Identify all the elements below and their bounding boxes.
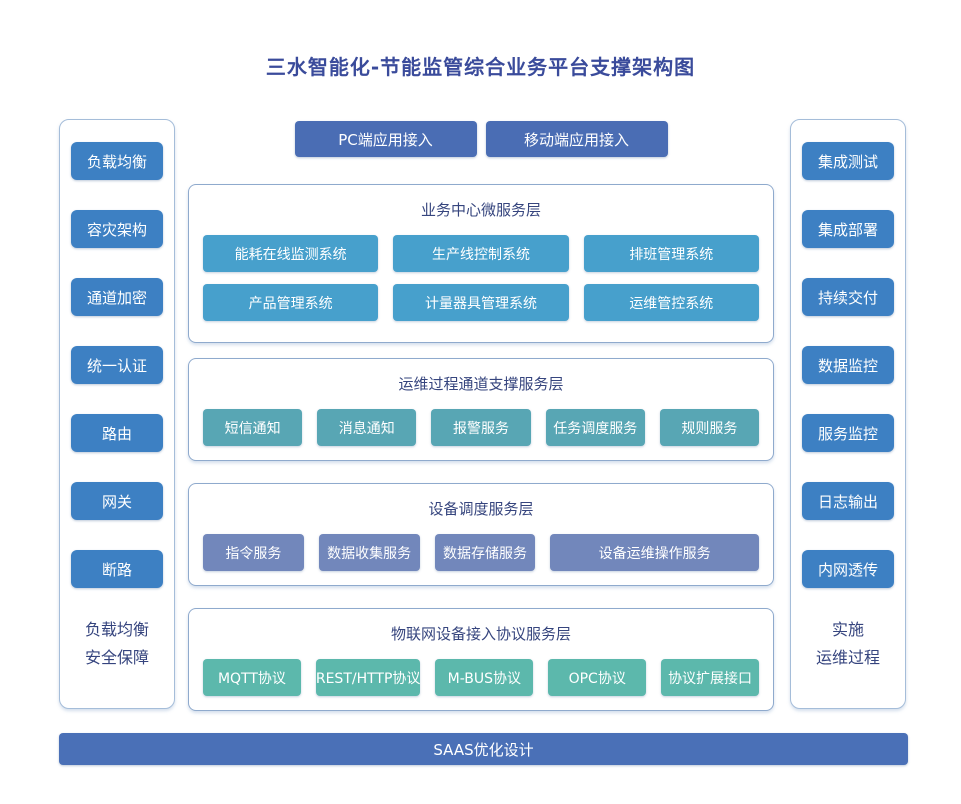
node-data-collection-service: 数据收集服务 xyxy=(318,534,420,571)
node-rest-http-protocol: REST/HTTP协议 xyxy=(315,659,421,696)
node-mbus-protocol: M-BUS协议 xyxy=(435,659,534,696)
node-unified-auth: 统一认证 xyxy=(71,346,163,384)
left-panel-caption: 负载均衡 安全保障 xyxy=(85,616,149,672)
right-panel-caption: 实施 运维过程 xyxy=(816,616,880,672)
node-rule-service: 规则服务 xyxy=(659,409,760,446)
page-title: 三水智能化-节能监管综合业务平台支撑架构图 xyxy=(265,55,696,79)
node-ops-control-system: 运维管控系统 xyxy=(583,284,759,321)
node-gateway: 网关 xyxy=(71,482,163,520)
node-mqtt-protocol: MQTT协议 xyxy=(203,659,301,696)
node-message-notify: 消息通知 xyxy=(317,409,417,446)
node-metering-instrument-system: 计量器具管理系统 xyxy=(393,284,569,321)
node-service-monitoring: 服务监控 xyxy=(802,414,894,452)
layer-ops-channel-support: 运维过程通道支撑服务层 短信通知 消息通知 报警服务 任务调度服务 规则服务 xyxy=(188,358,774,461)
left-panel-caption-line: 安全保障 xyxy=(84,648,149,667)
layer-title: 设备调度服务层 xyxy=(428,500,534,518)
layer-title: 物联网设备接入协议服务层 xyxy=(390,625,571,643)
right-panel: 集成测试 集成部署 持续交付 数据监控 服务监控 日志输出 内网透传 实施 运维… xyxy=(790,119,906,709)
layer-channel-row: 短信通知 消息通知 报警服务 任务调度服务 规则服务 xyxy=(189,409,773,446)
layer-title: 业务中心微服务层 xyxy=(420,201,541,219)
node-integration-test: 集成测试 xyxy=(802,142,894,180)
node-data-monitoring: 数据监控 xyxy=(802,346,894,384)
node-product-management-system: 产品管理系统 xyxy=(203,284,379,321)
layer-title: 运维过程通道支撑服务层 xyxy=(398,375,564,393)
node-energy-monitoring-system: 能耗在线监测系统 xyxy=(203,235,379,272)
node-integration-deploy: 集成部署 xyxy=(802,210,894,248)
center-column: PC端应用接入 移动端应用接入 业务中心微服务层 能耗在线监测系统 生产线控制系… xyxy=(188,119,774,711)
left-panel: 负载均衡 容灾架构 通道加密 统一认证 路由 网关 断路 负载均衡 安全保障 xyxy=(59,119,175,709)
layer-iot-protocol-access: 物联网设备接入协议服务层 MQTT协议 REST/HTTP协议 M-BUS协议 … xyxy=(188,608,774,711)
layer-business-microservices: 业务中心微服务层 能耗在线监测系统 生产线控制系统 排班管理系统 产品管理系统 … xyxy=(188,184,774,343)
node-device-ops-service: 设备运维操作服务 xyxy=(550,534,759,571)
right-panel-caption-line: 实施 xyxy=(831,620,864,639)
right-panel-caption-line: 运维过程 xyxy=(815,648,880,667)
node-protocol-extension-interface: 协议扩展接口 xyxy=(661,659,759,696)
node-task-scheduling-service: 任务调度服务 xyxy=(545,409,645,446)
left-panel-caption-line: 负载均衡 xyxy=(84,620,149,639)
node-mobile-access: 移动端应用接入 xyxy=(485,121,668,157)
node-channel-encryption: 通道加密 xyxy=(71,278,163,316)
node-load-balancing: 负载均衡 xyxy=(71,142,163,180)
layer-device-row: 指令服务 数据收集服务 数据存储服务 设备运维操作服务 xyxy=(189,534,773,571)
node-routing: 路由 xyxy=(71,414,163,452)
node-log-output: 日志输出 xyxy=(802,482,894,520)
node-sms-notify: 短信通知 xyxy=(203,409,303,446)
node-intranet-tunnel: 内网透传 xyxy=(802,550,894,588)
layer-device-scheduling: 设备调度服务层 指令服务 数据收集服务 数据存储服务 设备运维操作服务 xyxy=(188,483,774,586)
node-pc-access: PC端应用接入 xyxy=(294,121,477,157)
node-alarm-service: 报警服务 xyxy=(431,409,531,446)
node-data-storage-service: 数据存储服务 xyxy=(434,534,536,571)
node-production-line-control-system: 生产线控制系统 xyxy=(393,235,569,272)
node-continuous-delivery: 持续交付 xyxy=(802,278,894,316)
saas-optimization-bar: SAAS优化设计 xyxy=(59,733,908,765)
node-disaster-recovery: 容灾架构 xyxy=(71,210,163,248)
node-shift-management-system: 排班管理系统 xyxy=(583,235,759,272)
layer-business-grid: 能耗在线监测系统 生产线控制系统 排班管理系统 产品管理系统 计量器具管理系统 … xyxy=(189,235,773,321)
node-command-service: 指令服务 xyxy=(203,534,304,571)
node-circuit-breaker: 断路 xyxy=(71,550,163,588)
layer-protocol-row: MQTT协议 REST/HTTP协议 M-BUS协议 OPC协议 协议扩展接口 xyxy=(189,659,773,696)
node-opc-protocol: OPC协议 xyxy=(548,659,647,696)
access-row: PC端应用接入 移动端应用接入 xyxy=(188,121,774,157)
